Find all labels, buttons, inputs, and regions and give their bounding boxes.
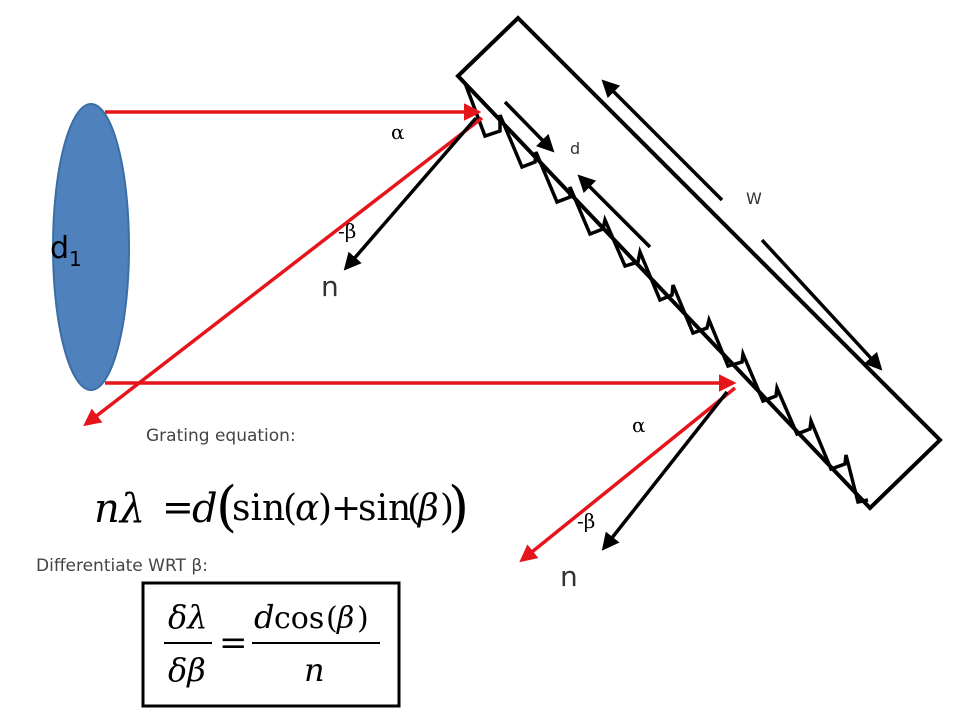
normal-label-top: n: [321, 270, 339, 303]
equation-beta: β: [416, 488, 439, 529]
normal-arrows: [343, 79, 883, 551]
groove-spacing-arrow: [503, 100, 555, 153]
equation-lhs: nλ: [94, 486, 145, 532]
beta-label-bottom: -β: [577, 509, 595, 533]
equation-plus: +: [331, 488, 361, 529]
alpha-label-top: α: [391, 120, 405, 144]
derivative-num-d: d: [254, 598, 274, 636]
equation-sin2: sin: [358, 488, 411, 529]
equation-equals: =: [162, 485, 194, 529]
differentiate-caption: Differentiate WRT β:: [36, 556, 208, 576]
equation-close-paren: ): [448, 475, 469, 538]
equation-paren1-close: ): [318, 488, 332, 529]
width-label: W: [746, 189, 762, 208]
groove-spacing-label: d: [570, 139, 580, 158]
grating-equation: nλ = d ( sin ( α ) + sin ( β ) ): [94, 475, 469, 538]
width-arrow-down: [760, 238, 883, 371]
grating-equation-caption: Grating equation:: [146, 426, 296, 446]
derivative-equals: =: [219, 623, 248, 663]
normal-label-bottom: n: [560, 560, 578, 593]
derivative-num-paren-open: (: [326, 601, 338, 636]
equation-paren2-close: ): [440, 488, 454, 529]
derivative-den-right: n: [304, 651, 325, 689]
derivative-box: [141, 581, 401, 708]
width-arrow-up: [601, 79, 724, 202]
lens-label: d1: [50, 231, 82, 271]
derivative-num-beta: β: [336, 601, 354, 636]
derivative-num-cos: cos: [274, 601, 324, 636]
diffracted-ray-bottom: [519, 386, 737, 563]
derivative-den-left: δβ: [168, 651, 206, 689]
groove-spacing-arrow-reverse: [577, 174, 652, 249]
equation-alpha: α: [295, 488, 319, 529]
equation-paren2-open: (: [407, 488, 421, 529]
equation-sin1: sin: [232, 488, 285, 529]
grating-body: [455, 15, 943, 511]
grating-grooves: [463, 82, 869, 505]
equation-d: d: [192, 486, 218, 532]
beta-label-top: -β: [338, 219, 356, 243]
equation-open-paren: (: [216, 475, 237, 538]
light-rays: [83, 103, 737, 563]
derivative-num-paren-close: ): [357, 601, 369, 636]
equation-paren1-open: (: [283, 488, 297, 529]
normal-arrow-top: [343, 116, 478, 271]
alpha-label-bottom: α: [632, 413, 646, 437]
normal-arrow-bottom: [601, 390, 729, 551]
derivative-num-left: δλ: [168, 598, 208, 636]
diffracted-ray-top: [83, 116, 484, 427]
lens: [52, 103, 130, 391]
derivative-equation: δλ δβ = d cos ( β ) n: [164, 598, 380, 689]
